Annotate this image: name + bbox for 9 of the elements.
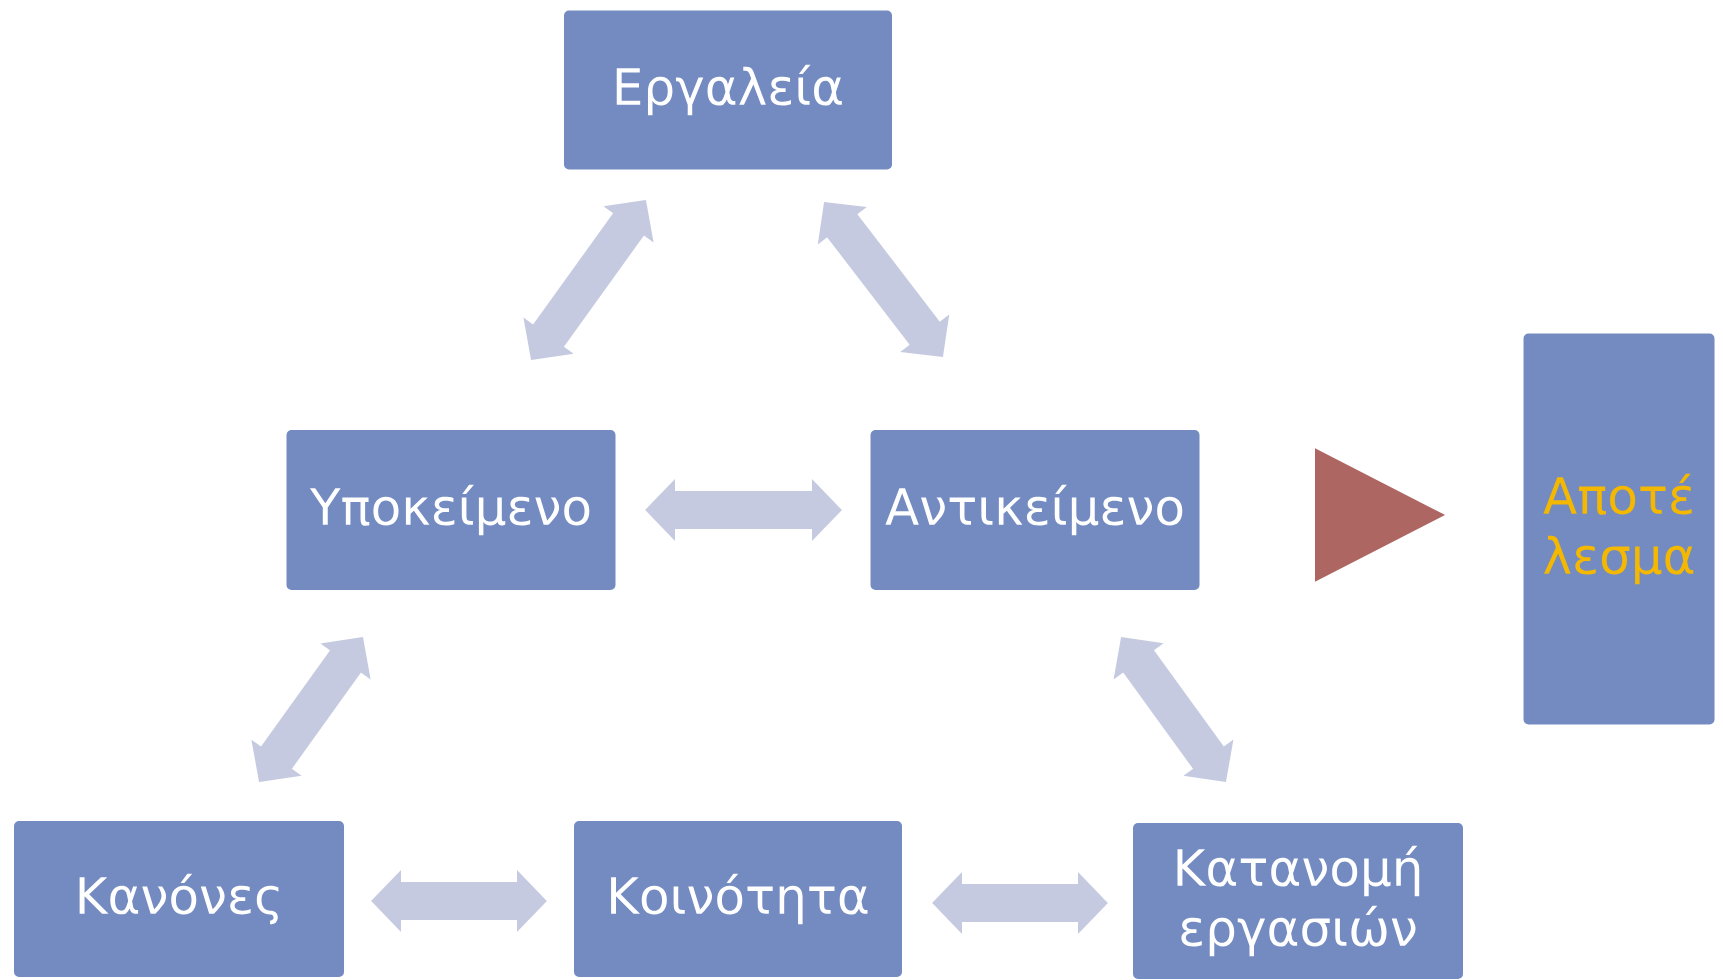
process-box: Αντικείμενο bbox=[868, 428, 1202, 592]
process-box: Εργαλεία bbox=[562, 8, 894, 172]
process-box: Κοινότητα bbox=[572, 819, 904, 979]
double-arrow bbox=[817, 202, 950, 357]
double-arrow bbox=[1113, 637, 1234, 782]
process-box: Υποκείμενο bbox=[284, 428, 618, 592]
process-box: Κανόνες bbox=[12, 819, 346, 979]
process-box: Αποτέ λεσμα bbox=[1521, 331, 1717, 727]
process-box: Κατανομή εργασιών bbox=[1131, 821, 1465, 980]
